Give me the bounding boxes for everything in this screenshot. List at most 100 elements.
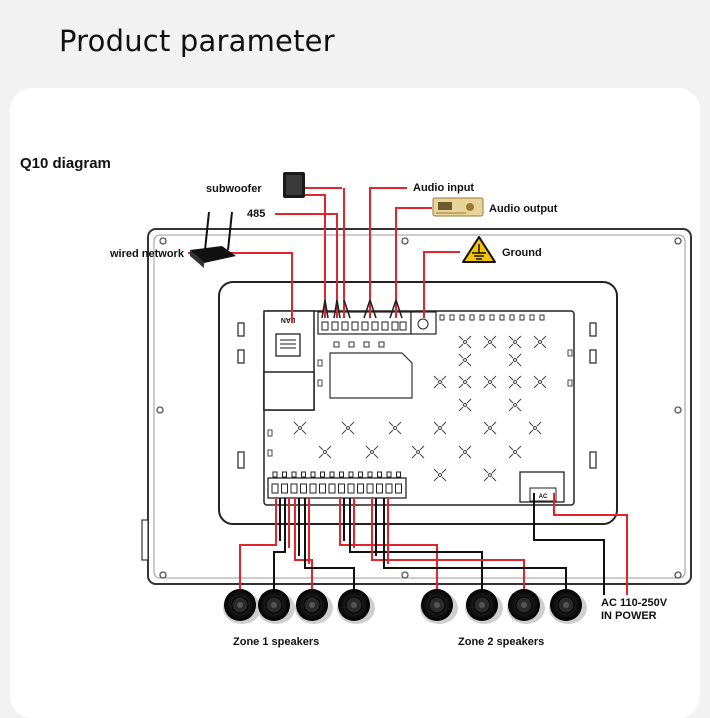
board-mark (458, 398, 472, 412)
lan-port (275, 333, 301, 357)
speaker-wire (304, 498, 355, 589)
bottom-pin (395, 483, 402, 494)
speaker-wire (349, 498, 483, 589)
red-wires (188, 187, 628, 595)
board-mark (433, 375, 447, 389)
edge-mark (567, 379, 573, 387)
label-zone1: Zone 1 speakers (233, 636, 319, 648)
speaker-icon (295, 589, 333, 624)
bottom-pin-head (320, 471, 325, 478)
label-485: 485 (247, 208, 265, 220)
wire-ac-red (553, 493, 628, 595)
bottom-pin (290, 483, 298, 494)
board-pattern (267, 335, 573, 482)
diagram-title: Q10 diagram (20, 155, 111, 172)
board-mark (433, 421, 447, 435)
bottom-pin-head (301, 471, 306, 478)
board-mark (483, 421, 497, 435)
board-mark (458, 375, 472, 389)
bottom-pin (281, 483, 288, 494)
speaker-wire (273, 498, 286, 589)
page-title: Product parameter (59, 24, 335, 58)
wire-audio-output (395, 207, 432, 318)
board-mark (341, 421, 355, 435)
top-terminal-pins (321, 318, 429, 331)
bottom-terminal-pins (271, 471, 402, 494)
speaker-wire (383, 498, 567, 589)
board-mark (508, 375, 522, 389)
board-mark (458, 353, 472, 367)
amplifier-icon (432, 197, 484, 217)
speaker-icon (420, 589, 458, 624)
edge-mark (317, 379, 323, 387)
speaker-icon (223, 589, 261, 624)
wire-ground (423, 251, 460, 318)
bottom-pin (376, 483, 383, 494)
chip-outline (329, 352, 413, 399)
label-audio-input: Audio input (413, 182, 474, 194)
lan-label: LAN (281, 316, 295, 323)
board-mark (528, 421, 542, 435)
bottom-pin-head (377, 471, 382, 478)
speaker-wire (239, 498, 277, 589)
bottom-terminal-block (267, 477, 407, 499)
board-mark (508, 445, 522, 459)
bottom-pin (271, 483, 279, 494)
bottom-pin (347, 483, 355, 494)
board-mark (411, 445, 425, 459)
speaker-icon (507, 589, 545, 624)
bottom-pin (366, 483, 374, 494)
edge-mark (567, 349, 573, 357)
board-mark (458, 335, 472, 349)
terminal-squares (333, 341, 385, 348)
bottom-pin-head (310, 471, 316, 478)
bottom-pin (300, 483, 307, 494)
outer-panel-inner-edge (153, 234, 686, 579)
bottom-pin (357, 483, 364, 494)
board-mark (293, 421, 307, 435)
bottom-pin-head (386, 471, 392, 478)
bottom-pin-head (272, 471, 278, 478)
board-mark (388, 421, 402, 435)
wire-forks (321, 299, 403, 319)
ground-warning-icon (462, 236, 496, 263)
bottom-pin-head (291, 471, 297, 478)
label-power-1: AC 110-250V (601, 597, 668, 609)
board-mark (533, 375, 547, 389)
bottom-pin (338, 483, 345, 494)
label-wired-network: wired network (109, 248, 185, 260)
speaker-wire (294, 498, 313, 589)
board-mark (483, 468, 497, 482)
speaker-icon (549, 589, 587, 624)
board-mark (365, 445, 379, 459)
side-slots (237, 322, 597, 469)
speaker-wires (239, 498, 567, 589)
board-mark (483, 335, 497, 349)
bottom-pin-head (358, 471, 363, 478)
speaker-icon (337, 589, 375, 624)
board-mark (458, 445, 472, 459)
speaker-icon (257, 589, 295, 624)
top-header-dots (439, 314, 545, 321)
side-tab (141, 519, 149, 561)
wire-audio-input (369, 187, 407, 318)
speaker-wire (371, 498, 525, 589)
bottom-pin-head (348, 471, 354, 478)
edge-mark (267, 449, 273, 457)
bottom-pin-head (367, 471, 373, 478)
board-mark (318, 445, 332, 459)
board-mark (508, 335, 522, 349)
bottom-pin-head (339, 471, 344, 478)
label-zone2: Zone 2 speakers (458, 636, 544, 648)
edge-mark (317, 359, 323, 367)
speaker-icon (465, 589, 503, 624)
bottom-pin (309, 483, 317, 494)
wire-ac-black (533, 493, 605, 595)
board-mark (483, 375, 497, 389)
label-power-2: IN POWER (601, 610, 657, 622)
board-mark (533, 335, 547, 349)
board-mark (433, 468, 447, 482)
label-ground: Ground (502, 247, 542, 259)
bottom-pin (385, 483, 393, 494)
